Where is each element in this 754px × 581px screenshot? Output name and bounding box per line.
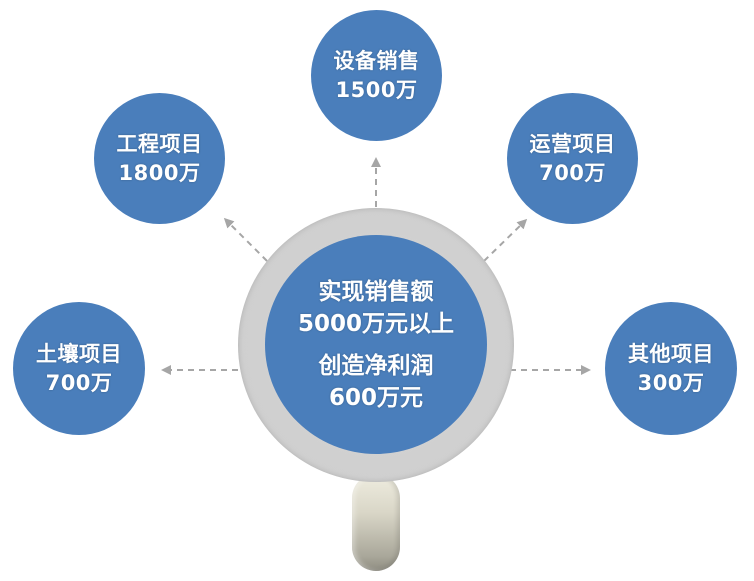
arrow-upper-left [223,217,268,262]
node-operations: 运营项目 700万 [507,93,638,224]
node-soil: 土壤项目 700万 [13,302,145,435]
node-value: 300万 [637,370,705,395]
node-label: 设备销售 [333,48,420,73]
node-value: 1800万 [118,160,201,185]
node-value: 700万 [45,370,113,395]
node-equipment-sales: 设备销售 1500万 [311,10,442,141]
profit-value: 600万元 [328,384,423,411]
node-other: 其他项目 300万 [605,302,737,435]
magnifier-handle [352,474,400,571]
node-label: 土壤项目 [36,341,122,366]
node-engineering: 工程项目 1800万 [94,93,225,224]
node-label: 运营项目 [529,131,616,156]
node-label: 工程项目 [116,131,203,156]
node-label: 其他项目 [628,341,714,366]
node-value: 1500万 [335,77,418,102]
profit-label: 创造净利润 [318,352,434,379]
sales-label: 实现销售额 [318,278,434,305]
node-value: 700万 [539,160,606,185]
sales-value: 5000万元以上 [297,310,454,337]
center-summary: 实现销售额 5000万元以上 创造净利润 600万元 [265,235,487,454]
arrow-upper-right [483,218,528,262]
